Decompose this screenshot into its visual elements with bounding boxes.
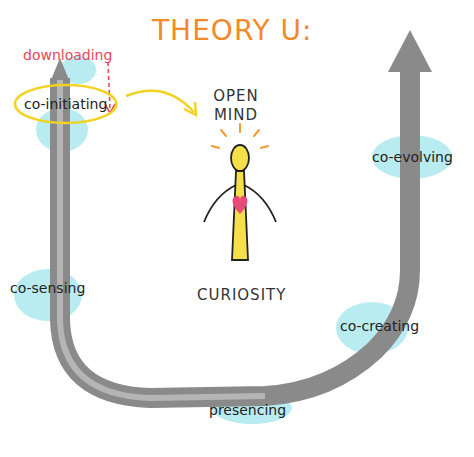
mindset-label: OPEN MIND (206, 87, 266, 125)
stick-figure (204, 124, 276, 260)
dashed-arrow (108, 62, 110, 110)
stage-label: presencing (203, 398, 292, 422)
u-arrow (60, 70, 410, 398)
mindset-label: CURIOSITY (197, 286, 286, 304)
title: THEORY U: (152, 14, 312, 47)
stage-label: co-creating (334, 314, 425, 338)
stage-label: co-sensing (4, 276, 91, 300)
stage-label: co-evolving (366, 145, 459, 169)
stage-name: presencing (209, 402, 286, 418)
downloading-note: downloading (23, 47, 112, 63)
pointer-arrowhead (184, 102, 196, 115)
stage-name: co-sensing (10, 280, 85, 296)
u-arrow-head (388, 30, 432, 72)
highlight-blobs (14, 56, 452, 424)
circled-stage: co-initiating (14, 84, 117, 124)
stage-name: co-initiating (24, 96, 107, 112)
pointer-arrow (126, 91, 194, 112)
u-arrow-shade (60, 78, 265, 398)
stage-name: co-creating (340, 318, 419, 334)
stage-name: co-evolving (372, 149, 453, 165)
